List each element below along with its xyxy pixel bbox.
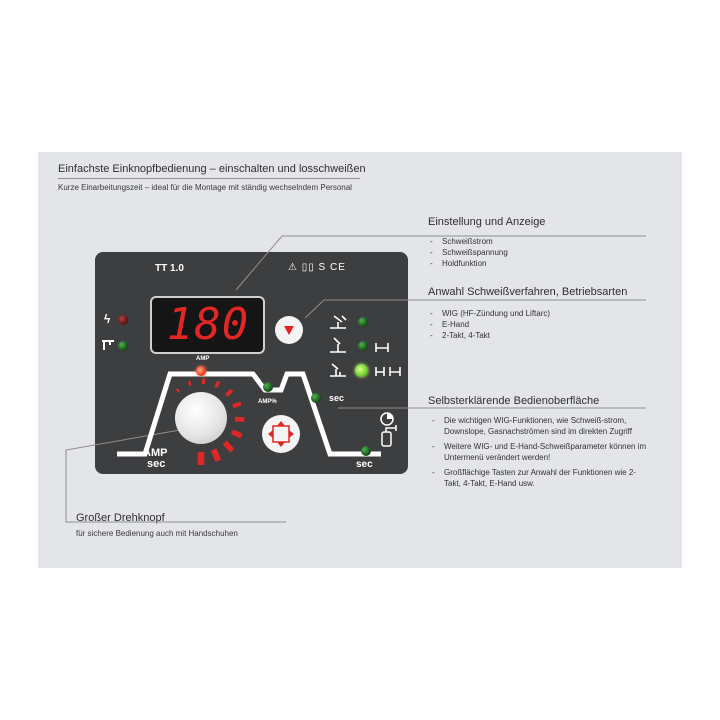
stick-electrode-icon xyxy=(330,337,346,353)
knob-scale-tick xyxy=(187,380,192,387)
amp-knob-label: AMP xyxy=(143,447,168,459)
knob-scale-tick xyxy=(222,440,235,453)
triangle-down-icon xyxy=(284,326,294,335)
cert-marks: ⚠ ▯▯ S CE xyxy=(288,262,346,273)
liftarc-led xyxy=(118,341,128,351)
anwahl-list: WIG (HF-Zündung und Liftarc) E-Hand 2-Ta… xyxy=(430,308,550,341)
process-curve xyxy=(117,371,381,457)
four-stroke-led xyxy=(355,364,368,377)
display-value: 180 xyxy=(166,299,250,350)
list-item: Großflächige Tasten zur Anwahl der Funkt… xyxy=(432,467,650,489)
list-item: WIG (HF-Zündung und Liftarc) xyxy=(430,308,550,319)
sec-mid-label: sec xyxy=(329,393,345,403)
bedienoberflaeche-title: Selbsterklärende Bedienoberfläche xyxy=(428,395,600,407)
process-curve-line xyxy=(117,371,381,457)
header-subtitle: Kurze Einarbeitungszeit – ideal für die … xyxy=(58,183,352,192)
list-item: E-Hand xyxy=(430,319,550,330)
sec-bottom-label: sec xyxy=(356,459,373,470)
list-item: Die wichtigen WIG-Funktionen, wie Schwei… xyxy=(432,415,650,437)
knob-scale-tick xyxy=(210,448,222,462)
stick-led xyxy=(358,341,368,351)
header-rule xyxy=(58,178,360,179)
model-label: TT 1.0 xyxy=(155,263,184,274)
knob-scale-tick xyxy=(214,380,221,389)
two-stroke-icon xyxy=(375,343,389,352)
knob-scale-tick xyxy=(232,401,242,409)
tig-led xyxy=(358,317,368,327)
lightning-icon: ϟ xyxy=(104,312,111,326)
drehknopf-subtitle: für sichere Bedienung auch mit Handschuh… xyxy=(76,529,238,538)
anwahl-title: Anwahl Schweißverfahren, Betriebsarten xyxy=(428,286,628,298)
lift-arc-icon xyxy=(102,340,114,350)
downslope-led xyxy=(311,393,321,403)
knob-scale-tick xyxy=(224,388,234,397)
list-item: Schweißspannung xyxy=(430,247,508,258)
seven-segment-display: 180 xyxy=(150,296,265,354)
knob-scale-tick xyxy=(231,429,243,439)
parameter-menu-button[interactable] xyxy=(262,415,300,453)
knob-scale xyxy=(175,378,245,465)
drehknopf-title: Großer Drehknopf xyxy=(76,512,165,524)
amp-percent-label: AMP% xyxy=(258,399,277,405)
amp-display-label: AMP xyxy=(196,356,210,362)
list-item: Schweißstrom xyxy=(430,236,508,247)
callout-anwahl xyxy=(304,299,646,319)
header-title: Einfachste Einknopfbedienung – einschalt… xyxy=(58,163,366,175)
hf-led xyxy=(118,315,128,325)
gas-postflow-led xyxy=(361,446,371,456)
callout-einstellung xyxy=(235,235,646,291)
sec-knob-label: sec xyxy=(147,458,166,470)
amp-percent-led xyxy=(263,382,273,392)
list-item: 2-Takt, 4-Takt xyxy=(430,330,550,341)
callout-drehknopf xyxy=(65,429,286,523)
amp-led xyxy=(196,366,206,376)
list-item: Holdfunktion xyxy=(430,258,508,269)
einstellung-title: Einstellung und Anzeige xyxy=(428,216,546,228)
rotary-knob[interactable] xyxy=(175,392,227,444)
gas-postflow-icon xyxy=(380,412,397,447)
select-down-button[interactable] xyxy=(275,316,303,344)
bedienoberflaeche-list: Die wichtigen WIG-Funktionen, wie Schwei… xyxy=(432,415,650,489)
knob-scale-tick xyxy=(175,388,180,393)
einstellung-list: Schweißstrom Schweißspannung Holdfunktio… xyxy=(430,236,508,269)
cycle-arrows-icon xyxy=(268,421,294,447)
tig-torch-icon xyxy=(330,315,347,329)
four-stroke-icon xyxy=(375,367,401,376)
welder-control-panel xyxy=(95,252,408,474)
mma-icon xyxy=(330,363,346,377)
list-item: Weitere WIG- und E-Hand-Schweißparameter… xyxy=(432,441,650,463)
